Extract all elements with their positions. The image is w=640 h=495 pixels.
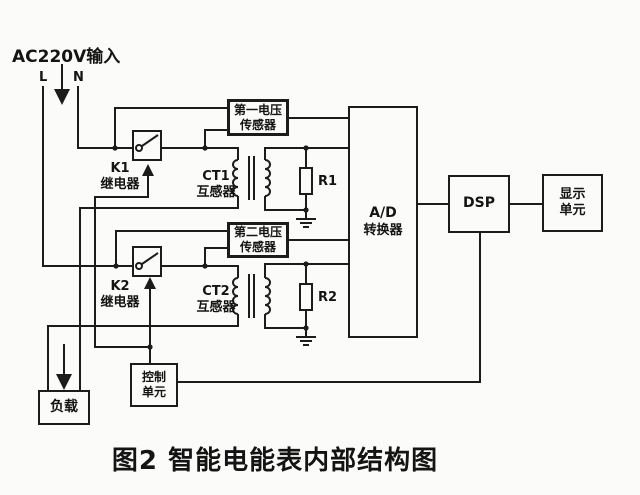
ac-input-label: AC220V输入 xyxy=(12,47,121,67)
control-line2: 单元 xyxy=(141,385,166,399)
k1-switch-icon xyxy=(135,134,159,152)
block-dsp: DSP xyxy=(448,175,510,233)
relay2-id: K2 xyxy=(110,279,130,294)
wire-ct1sec-top-to-adc xyxy=(264,147,348,160)
ct2-label: CT2 互感器 xyxy=(175,284,257,315)
block-load: 负载 xyxy=(38,390,90,425)
wire-ct2sec-top-to-adc xyxy=(264,263,348,278)
wire-n-to-k1 xyxy=(77,86,132,149)
block-voltage-sensor-1: 第一电压 传感器 xyxy=(227,99,289,136)
ac-input-arrow-icon xyxy=(54,64,70,105)
display-line2: 单元 xyxy=(559,203,586,218)
ct1-primary-coil xyxy=(232,159,239,197)
line-n-label: N xyxy=(73,70,84,85)
relay2-label: K2 继电器 xyxy=(88,279,152,310)
ground-icon xyxy=(296,210,316,228)
wire-tap-n-sensor1 xyxy=(114,107,227,148)
relay1-label: K1 继电器 xyxy=(88,161,152,192)
wire-ct1-return-to-load xyxy=(79,196,239,390)
r2-label: R2 xyxy=(318,290,338,305)
block-relay-k1 xyxy=(132,130,162,161)
wire-tap-k2out-sensor2 xyxy=(204,247,227,266)
wire-l-to-k2 xyxy=(42,86,132,267)
dsp-label: DSP xyxy=(463,195,495,212)
relay1-name: 继电器 xyxy=(100,176,140,192)
r1-label: R1 xyxy=(318,174,338,189)
wire-ct1sec-bottom xyxy=(264,196,306,211)
display-line1: 显示 xyxy=(559,186,586,202)
adc-line2: 转换器 xyxy=(363,222,403,238)
ct1-id: CT1 xyxy=(202,169,230,184)
sensor1-line2: 传感器 xyxy=(239,117,276,132)
line-l-label: L xyxy=(39,70,48,85)
relay2-name: 继电器 xyxy=(100,294,140,310)
wire-tap-k1out-sensor1 xyxy=(204,129,227,148)
adc-line1: A/D xyxy=(369,205,397,222)
wire-control-branch-to-k1 xyxy=(94,173,150,348)
block-display-unit: 显示 单元 xyxy=(542,174,603,232)
sensor2-line1: 第二电压 xyxy=(233,225,282,239)
wire-dsp-to-control xyxy=(178,233,481,383)
ground-icon xyxy=(296,328,316,346)
ct1-secondary-coil xyxy=(264,159,271,197)
wire-k1-to-ct1 xyxy=(162,147,239,160)
arrow-up-k2-icon xyxy=(144,277,156,289)
block-adc: A/D 转换器 xyxy=(348,106,418,338)
relay1-id: K1 xyxy=(110,161,130,176)
arrow-up-k1-icon xyxy=(142,164,154,176)
ct2-name: 互感器 xyxy=(196,299,236,315)
load-arrow-icon xyxy=(56,344,72,390)
ct1-name: 互感器 xyxy=(196,184,236,200)
sensor1-line1: 第一电压 xyxy=(233,102,282,117)
load-label: 负载 xyxy=(50,398,78,415)
r2-resistor xyxy=(299,283,313,311)
wire-tap-l-sensor2 xyxy=(115,230,227,266)
block-control-unit: 控制 单元 xyxy=(130,363,178,407)
ct2-secondary-coil xyxy=(264,277,271,315)
sensor2-line2: 传感器 xyxy=(239,240,276,254)
ct1-label: CT1 互感器 xyxy=(175,169,257,200)
k2-switch-icon xyxy=(135,252,159,270)
r1-resistor xyxy=(299,167,313,195)
block-relay-k2 xyxy=(132,246,162,277)
figure-caption: 图2 智能电能表内部结构图 xyxy=(111,446,439,476)
ct2-primary-coil xyxy=(232,277,239,315)
wire-k2-to-ct2 xyxy=(162,265,239,278)
ct2-id: CT2 xyxy=(202,284,230,299)
wire-ct2sec-bottom xyxy=(264,314,306,329)
block-voltage-sensor-2: 第二电压 传感器 xyxy=(227,222,289,258)
wire-ct2-return-to-load xyxy=(47,314,239,390)
control-line1: 控制 xyxy=(141,370,166,384)
